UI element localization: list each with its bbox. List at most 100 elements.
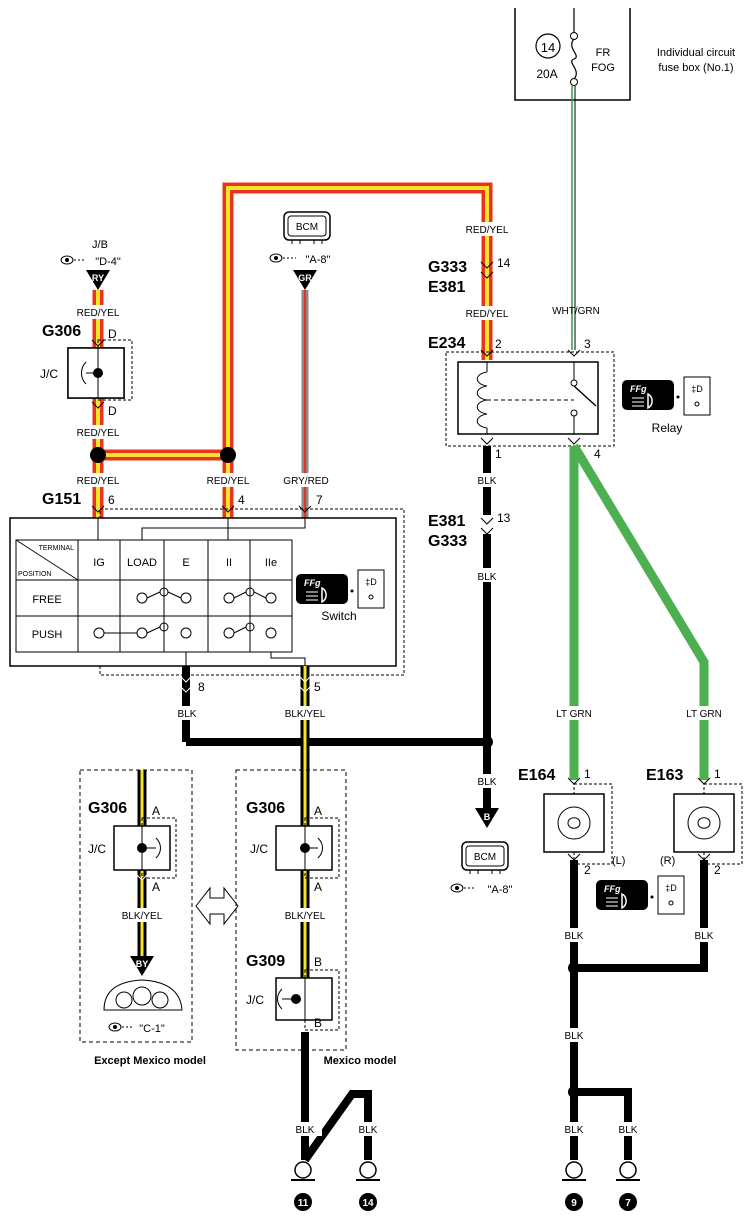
bcm-bottom-ref: "A-8" <box>488 884 513 896</box>
table-col-e: E <box>182 557 189 569</box>
wire-label-blk-g11: BLK <box>296 1125 315 1136</box>
connector-e234: E234 <box>428 335 465 352</box>
g151-switch: G151 6 4 7 TERMINAL POSITION IG LOAD E I… <box>9 491 405 676</box>
table-row-free: FREE <box>32 594 61 606</box>
connector-e163: E163 <box>646 767 683 784</box>
jb-label: J/B <box>92 239 108 251</box>
pin-g306b-a2: A <box>314 880 322 894</box>
svg-text:‡D: ‡D <box>365 577 377 587</box>
jb-badge: RY <box>92 273 104 283</box>
mexico-label: Mexico model <box>324 1055 397 1067</box>
connector-g333-bottom: G333 <box>428 533 467 550</box>
e163-right-fog-lamp: E163 1 2 (R) <box>646 767 743 877</box>
wire-label-blk-relay-1: BLK <box>478 476 497 487</box>
fuse-number: 14 <box>541 40 555 55</box>
table-row-push: PUSH <box>32 629 63 641</box>
except-mexico-box: G306 A J/C A BLK/YEL BY "C-1" Except Mex… <box>79 769 206 1067</box>
jb-badge-arrow <box>86 270 110 290</box>
svg-text:‡D: ‡D <box>691 384 703 394</box>
ffg-label-1: FFg <box>630 384 647 394</box>
pin-2: 2 <box>495 337 502 351</box>
bcm-bottom-label: BCM <box>474 852 496 863</box>
wire-label-blk-g9: BLK <box>565 1125 584 1136</box>
fuse-name-1: FR <box>596 47 611 59</box>
wire-label-ry-mid: RED/YEL <box>77 428 120 439</box>
eye-icon-4 <box>108 1022 122 1032</box>
pin-4: 4 <box>594 447 601 461</box>
pin-e163-2: 2 <box>714 863 721 877</box>
pin-g309-b1: B <box>314 955 322 969</box>
pin-3: 3 <box>584 337 591 351</box>
fuse-box-caption-1: Individual circuit <box>657 47 735 59</box>
wire-label-blk-join: BLK <box>565 1031 584 1042</box>
pin-g306b-a1: A <box>314 804 322 818</box>
ground-14: 14 <box>362 1198 374 1209</box>
fuse-number-circle <box>535 33 561 59</box>
wire-label-blk-yel-a: BLK/YEL <box>122 911 163 922</box>
connector-e381: E381 <box>428 279 465 296</box>
connector-e381-bottom: E381 <box>428 513 465 530</box>
table-col-ig: IG <box>93 557 105 569</box>
wire-gry-red <box>280 290 332 520</box>
e381-g333-bottom: E381 G333 13 <box>428 511 511 550</box>
bcm-top-label: BCM <box>296 222 318 233</box>
fuse-rating: 20A <box>536 67 557 81</box>
pin-g306a-a1: A <box>152 804 160 818</box>
ground-11-14: BLK BLK 11 14 <box>288 1032 385 1211</box>
wire-label-blk-e163: BLK <box>695 931 714 942</box>
alternative-arrow-icon <box>195 886 239 926</box>
wire-label-lt-grn-r: LT GRN <box>686 709 722 720</box>
svg-text:‡D: ‡D <box>665 883 677 893</box>
wire-label-blk-sw8: BLK <box>178 709 197 720</box>
fuse-element <box>571 38 577 80</box>
fuse-box-caption-2: fuse box (No.1) <box>658 62 733 74</box>
pin-g309-b2: B <box>314 1016 322 1030</box>
switch-label: Switch <box>321 609 356 623</box>
pin-g306-top: D <box>108 327 117 341</box>
connector-g306: G306 <box>42 323 81 340</box>
splice-right <box>220 447 236 463</box>
connector-g306-except: G306 <box>88 800 127 817</box>
eye-icon-2 <box>269 253 283 263</box>
wire-lt-grn <box>550 443 728 780</box>
cluster-badge: BY <box>136 959 149 969</box>
bcm-bottom-badge: B <box>484 812 491 822</box>
jc-label-2: J/C <box>88 842 106 856</box>
splice-left <box>90 447 106 463</box>
wire-label-blk-yel-b: BLK/YEL <box>285 911 326 922</box>
wire-label-blk-g14: BLK <box>359 1125 378 1136</box>
wire-label-ry-sw6: RED/YEL <box>77 476 120 487</box>
ground-9: 9 <box>571 1198 577 1209</box>
wire-blk-lamps <box>570 860 708 1160</box>
pin-g151-6: 6 <box>108 493 115 507</box>
wire-label-blk-e164: BLK <box>565 931 584 942</box>
connector-g309: G309 <box>246 953 285 970</box>
bcm-top-reference: BCM "A-8" GR <box>269 211 331 290</box>
pin-e164-2: 2 <box>584 863 591 877</box>
connector-e164: E164 <box>518 767 555 784</box>
wire-blk-relay: BLK BLK BLK <box>466 446 508 820</box>
fog-lamp-icon-relay: FFg ‡D Relay <box>622 376 711 435</box>
mexico-box: G306 A J/C A BLK/YEL G309 B J/C B Mexico… <box>235 769 397 1067</box>
pin-13: 13 <box>497 511 511 525</box>
table-col-iie: IIe <box>265 557 277 569</box>
table-col-load: LOAD <box>127 557 157 569</box>
pin-14: 14 <box>497 256 511 270</box>
pin-g151-7: 7 <box>316 493 323 507</box>
g333-e381-top: G333 E381 14 <box>428 256 511 296</box>
except-mexico-label: Except Mexico model <box>94 1055 206 1067</box>
connector-g306-mexico: G306 <box>246 800 285 817</box>
fog-lamp-icon-lamps: FFg ‡D <box>596 875 685 915</box>
wire-label-wht-grn: WHT/GRN <box>552 306 600 317</box>
g306-junction-top: G306 D J/C D <box>40 323 133 418</box>
table-col-ii: II <box>226 557 232 569</box>
connector-g151: G151 <box>42 491 81 508</box>
e164-left-fog-lamp: E164 1 2 (L) <box>518 767 625 877</box>
eye-icon <box>60 255 74 265</box>
wire-label-blk-yel-sw5: BLK/YEL <box>285 709 326 720</box>
lamp-r-label: (R) <box>660 855 675 867</box>
lamp-l-label: (L) <box>612 855 625 867</box>
ffg-label-3: FFg <box>604 884 621 894</box>
fuse-name-2: FOG <box>591 62 615 74</box>
